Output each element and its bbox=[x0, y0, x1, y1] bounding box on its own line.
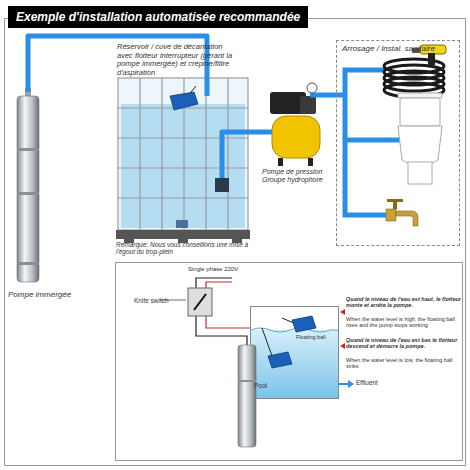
component-label: Pompe immergée bbox=[8, 290, 78, 299]
inset-drawing bbox=[160, 278, 354, 447]
component-label: Remarque: Nous vous conseillons une mise… bbox=[116, 241, 250, 256]
submerged-pump: Pompe immergée bbox=[8, 92, 78, 304]
water-pipe bbox=[250, 130, 262, 135]
ibc-tank-drawing bbox=[116, 40, 250, 243]
pool: Pool bbox=[250, 306, 338, 398]
note-text: Quand le niveau de l'eau est haut, le fl… bbox=[346, 296, 462, 309]
usage-area: Arrosage / Instal. sanitaire bbox=[336, 40, 460, 246]
note-text: When the water level is high, the floati… bbox=[346, 316, 462, 329]
pressure-pump: Pompe de pression Groupe hydrophore bbox=[262, 78, 326, 188]
float-label: Floating ball bbox=[296, 334, 342, 340]
usage-drawing bbox=[336, 45, 446, 226]
settling-tank: Réservoir / cuve de décantation avec flo… bbox=[112, 40, 250, 256]
note-text: When the water level is low, the floatin… bbox=[346, 357, 462, 370]
knife-switch: Knife switch bbox=[134, 287, 216, 317]
component-label: Knife switch bbox=[134, 297, 184, 304]
inset-frame bbox=[116, 263, 463, 461]
component-label: Réservoir / cuve de décantation avec flo… bbox=[117, 43, 235, 78]
title-banner: Exemple d'installation automatisée recom… bbox=[8, 6, 308, 28]
outer-frame bbox=[5, 19, 466, 466]
component-label: Pool bbox=[254, 382, 294, 389]
submerged-pump-drawing bbox=[17, 88, 39, 282]
water-pipe bbox=[326, 93, 336, 98]
note-text: Quand le niveau de l'eau est bas le flot… bbox=[346, 337, 462, 350]
power-label: Single phase 220V bbox=[188, 266, 268, 273]
pressure-pump-drawing bbox=[262, 83, 326, 166]
component-label: Arrosage / Instal. sanitaire bbox=[342, 44, 456, 53]
component-label: Pompe de pression Groupe hydrophore bbox=[262, 168, 326, 184]
flow-label: Effluent bbox=[356, 379, 396, 386]
